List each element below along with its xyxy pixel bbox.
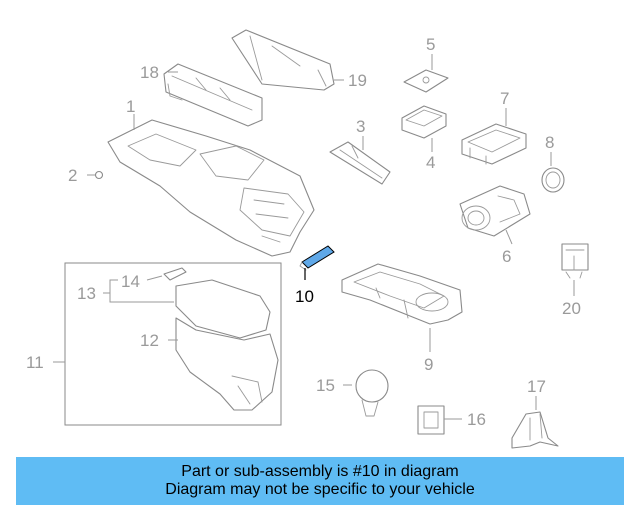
callout-16: 16 [467,410,486,429]
part-1-center-console[interactable] [107,119,315,257]
callout-13: 13 [77,284,96,303]
callout-20: 20 [562,299,581,318]
callout-8: 8 [545,133,554,152]
callout-7: 7 [500,89,509,108]
info-banner: Part or sub-assembly is #10 in diagram D… [16,457,624,505]
callout-2: 2 [68,166,77,185]
callout-5: 5 [426,35,435,54]
part-4-tray[interactable] [401,105,447,139]
callout-3: 3 [356,117,365,136]
banner-line-2: Diagram may not be specific to your vehi… [165,481,475,498]
part-8-knob[interactable] [541,167,565,193]
callout-12: 12 [140,331,159,350]
part-14-pad[interactable] [163,267,187,281]
part-18-bracket[interactable] [163,63,263,127]
banner-line-1: Part or sub-assembly is #10 in diagram [181,463,459,480]
callout-14: 14 [121,272,140,291]
callout-4: 4 [426,153,435,172]
part-16-clip[interactable] [417,405,445,435]
exploded-parts-diagram: 1 2 3 4 5 6 7 8 9 10 11 12 13 14 15 16 1… [26,29,589,449]
part-9-base-frame[interactable] [341,263,463,325]
callout-11: 11 [26,353,44,372]
part-19-cover[interactable] [231,29,335,91]
part-10-strip-highlighted[interactable] [299,245,335,271]
part-5-plate[interactable] [403,69,449,93]
callout-9: 9 [424,355,433,374]
callout-10: 10 [295,287,314,306]
part-2-screw[interactable] [94,170,104,180]
callout-18: 18 [140,63,159,82]
callout-15: 15 [316,376,335,395]
part-6-cup-holder[interactable] [459,185,531,237]
part-7-tray[interactable] [461,123,527,165]
leader-lines [53,54,575,420]
part-15-cap[interactable] [355,369,389,417]
callout-1: 1 [126,97,135,116]
callout-labels: 1 2 3 4 5 6 7 8 9 10 11 12 13 14 15 16 1… [26,35,581,429]
part-20-switch[interactable] [561,243,589,279]
part-3-rail[interactable] [329,141,391,185]
part-17-bracket[interactable] [511,411,559,449]
callout-17: 17 [527,377,546,396]
armrest-assembly-box [64,262,282,426]
callout-6: 6 [502,247,511,266]
part-12-armrest-body[interactable] [175,279,279,411]
callout-19: 19 [348,71,367,90]
